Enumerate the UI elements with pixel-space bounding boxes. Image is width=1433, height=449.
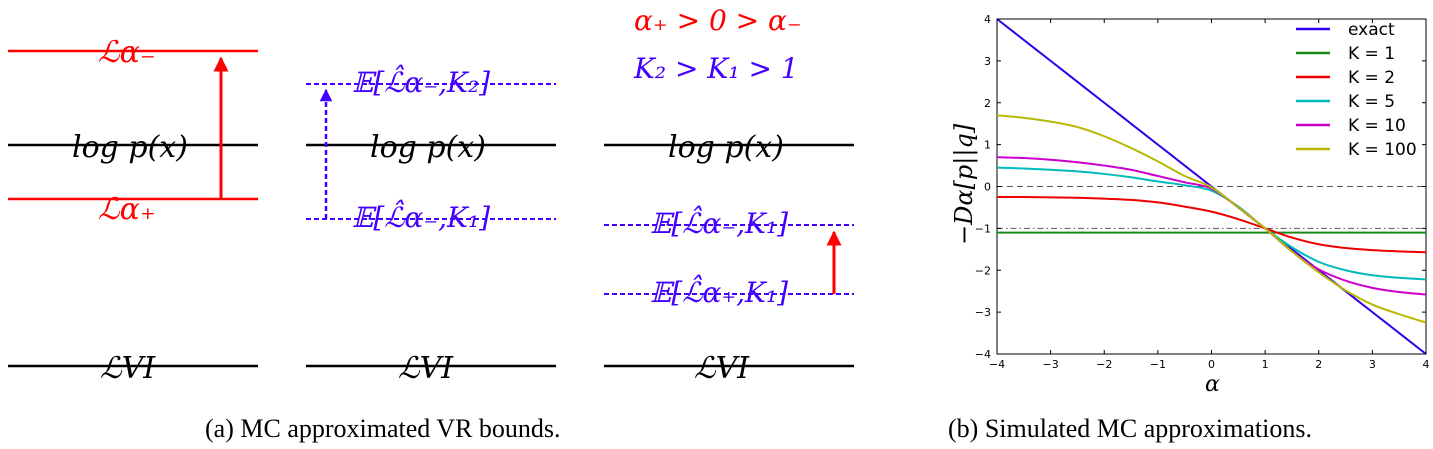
reference-lines (997, 186, 1426, 229)
x-tick-label: −3 (1043, 358, 1059, 371)
label-E-minus-K1-col2: 𝔼[ℒ̂α₋,K₁] (352, 199, 490, 234)
x-axis-ticks: −4 −3 −2 −1 0 1 2 3 4 (989, 19, 1430, 371)
x-axis-label: α (1205, 372, 1220, 397)
label-E-minus-K1-col3: 𝔼[ℒ̂α₋,K₁] (650, 205, 788, 240)
y-tick-label: −2 (975, 264, 991, 277)
x-tick-label: −1 (1150, 358, 1166, 371)
y-axis-label: −Dα[p||q] (950, 123, 979, 245)
y-tick-label: 2 (984, 97, 991, 110)
label-log-p-col3: log p(x) (668, 130, 784, 165)
x-tick-label: 3 (1369, 358, 1376, 371)
legend-label: K = 1 (1348, 44, 1395, 64)
y-axis-ticks: −4 −3 −2 −1 0 1 2 3 4 (975, 13, 1426, 361)
series-line-k=100 (996, 114, 1427, 324)
series-layer (996, 18, 1427, 355)
x-tick-label: 2 (1315, 358, 1322, 371)
legend-label: K = 5 (1348, 92, 1395, 112)
panel-b-chart: −4 −3 −2 −1 0 1 2 3 4 −4 −3 −2 −1 0 1 2 3 4 exact K = 1 K … (948, 13, 1430, 443)
y-tick-label: 1 (984, 139, 991, 152)
label-E-plus-K1: 𝔼[ℒ̂α₊,K₁] (650, 274, 788, 309)
legend-label: K = 2 (1348, 68, 1395, 88)
label-L-alpha-minus: ℒα₋ (98, 35, 156, 70)
y-tick-label: 0 (984, 181, 991, 194)
y-tick-label: −1 (975, 222, 991, 235)
label-L-VI-col3: ℒVI (694, 351, 750, 386)
y-tick-label: 4 (984, 13, 991, 26)
condition-alpha: α₊ > 0 > α₋ (634, 4, 802, 37)
x-tick-label: −2 (1096, 358, 1112, 371)
x-tick-label: 4 (1423, 358, 1430, 371)
label-L-VI-col1: ℒVI (100, 351, 156, 386)
label-log-p-col1: log p(x) (72, 130, 188, 165)
label-log-p-col2: log p(x) (370, 130, 486, 165)
x-tick-label: 0 (1208, 358, 1215, 371)
series-line-k=2 (996, 195, 1427, 254)
label-L-alpha-plus: ℒα₊ (98, 192, 156, 227)
label-E-minus-K2: 𝔼[ℒ̂α₋,K₂] (352, 64, 490, 99)
x-tick-label: 1 (1262, 358, 1269, 371)
x-tick-label: −4 (989, 358, 1005, 371)
legend-label: exact (1348, 20, 1395, 40)
legend-label: K = 100 (1348, 140, 1417, 160)
legend: exact K = 1 K = 2 K = 5 K = 10 K = 100 (1296, 20, 1417, 160)
caption-b: (b) Simulated MC approximations. (948, 414, 1312, 443)
y-tick-label: 3 (984, 55, 991, 68)
legend-label: K = 10 (1348, 116, 1406, 136)
panel-a-diagram: ℒα₋ log p(x) ℒα₊ ℒVI 𝔼[ℒ̂α₋,K₂] log p(x)… (8, 4, 854, 443)
y-tick-label: −4 (975, 348, 991, 361)
series-line-k=5 (996, 166, 1427, 281)
series-line-k=10 (996, 156, 1427, 296)
y-tick-label: −3 (975, 306, 991, 319)
label-L-VI-col2: ℒVI (398, 351, 454, 386)
condition-K: K₂ > K₁ > 1 (633, 52, 799, 85)
caption-a: (a) MC approximated VR bounds. (205, 414, 561, 443)
